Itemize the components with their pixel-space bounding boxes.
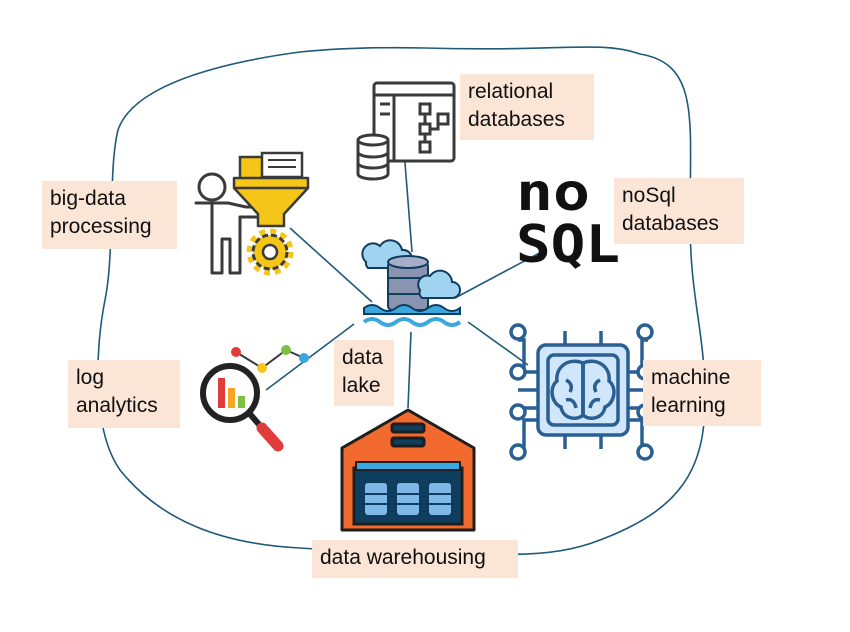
nosql-label-line2: databases bbox=[622, 212, 719, 235]
connector-nosql bbox=[454, 249, 546, 299]
connector-ml bbox=[467, 321, 529, 366]
relational-label-line1: relational bbox=[468, 80, 554, 103]
log-label-line1: log bbox=[76, 366, 105, 389]
person-funnel-gear-icon bbox=[194, 151, 310, 276]
log-label-line2: analytics bbox=[76, 394, 158, 417]
brain-chip-icon bbox=[509, 323, 654, 461]
data-lake-icon bbox=[361, 239, 462, 327]
data-warehousing-label: data warehousing bbox=[312, 540, 518, 578]
nosql-logo-no: no bbox=[516, 163, 590, 223]
connector-relational bbox=[403, 149, 413, 253]
lake-label-line2: lake bbox=[342, 374, 381, 397]
data-lake-label: data lake bbox=[334, 340, 394, 406]
nosql-databases-label: noSql databases bbox=[614, 178, 744, 244]
connector-log bbox=[265, 323, 355, 391]
relational-label-line2: databases bbox=[468, 108, 565, 131]
ml-label-line2: learning bbox=[651, 394, 726, 417]
nosql-label-line1: noSql bbox=[622, 184, 676, 207]
nosql-logo-sql: SQL bbox=[516, 215, 620, 275]
ml-label-line1: machine bbox=[651, 366, 731, 389]
lake-label-line1: data bbox=[342, 346, 383, 369]
relational-databases-label: relational databases bbox=[460, 74, 594, 140]
connector-lines bbox=[265, 149, 546, 409]
bigdata-label-line2: processing bbox=[50, 215, 152, 238]
connector-warehouse bbox=[407, 331, 412, 409]
connector-bigdata bbox=[289, 227, 373, 303]
magnifier-chart-icon bbox=[200, 345, 309, 452]
big-data-processing-label: big-data processing bbox=[42, 181, 177, 249]
warehouse-icon bbox=[340, 408, 476, 532]
warehouse-label-text: data warehousing bbox=[320, 546, 486, 569]
nosql-logo-icon: no SQL bbox=[516, 163, 620, 275]
relational-database-icon bbox=[356, 81, 456, 181]
bigdata-label-line1: big-data bbox=[50, 187, 126, 210]
machine-learning-label: machine learning bbox=[643, 360, 761, 426]
log-analytics-label: log analytics bbox=[68, 360, 180, 428]
